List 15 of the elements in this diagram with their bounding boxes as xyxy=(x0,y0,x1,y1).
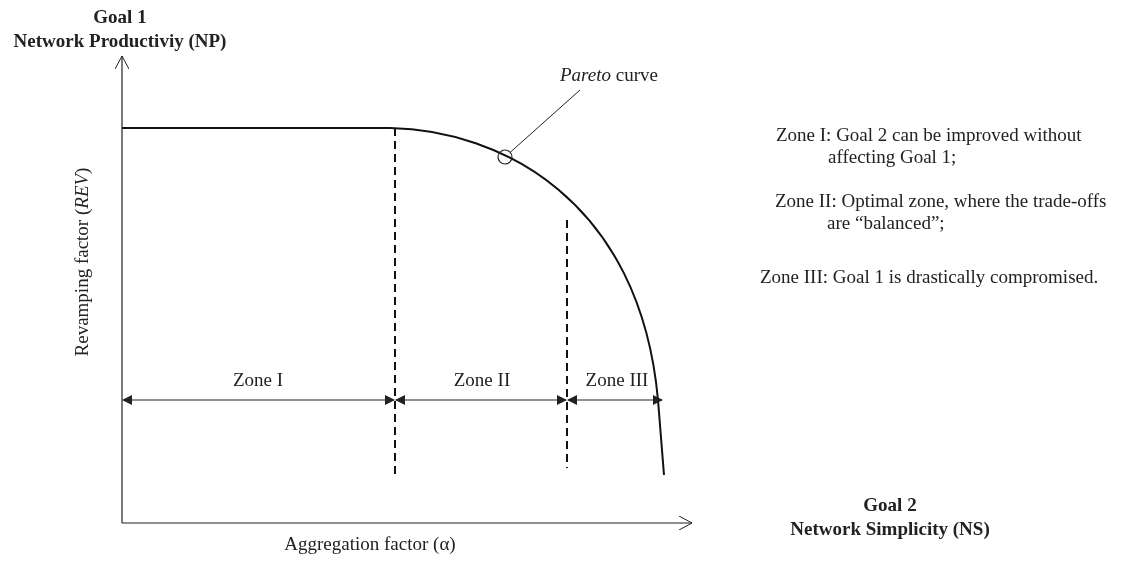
axis-label: Aggregation factor (α) xyxy=(283,533,457,555)
curve-point-marker xyxy=(497,149,513,165)
zone-label: Zone I xyxy=(231,369,285,391)
axis-label: Revamping factor (REV) xyxy=(71,166,93,359)
axis-title: Network Simplicity (NS) xyxy=(789,518,991,540)
zone-description: Zone III: Goal 1 is drastically compromised. xyxy=(760,266,1100,288)
leader-line xyxy=(509,89,581,153)
axis-title: Goal 2 xyxy=(862,494,918,516)
zone-description: Zone II: Optimal zone, where the trade-offs are “balanced”; xyxy=(775,190,1108,234)
curve-label: Pareto curve xyxy=(560,64,658,86)
zone-label: Zone II xyxy=(452,369,512,391)
axis-title: Network Productiviy (NP) xyxy=(12,30,228,52)
zone-description: Zone I: Goal 2 can be improved without affecting Goal 1; xyxy=(776,124,1083,168)
zone-label: Zone III xyxy=(584,369,650,391)
axis-title: Goal 1 xyxy=(92,6,148,28)
